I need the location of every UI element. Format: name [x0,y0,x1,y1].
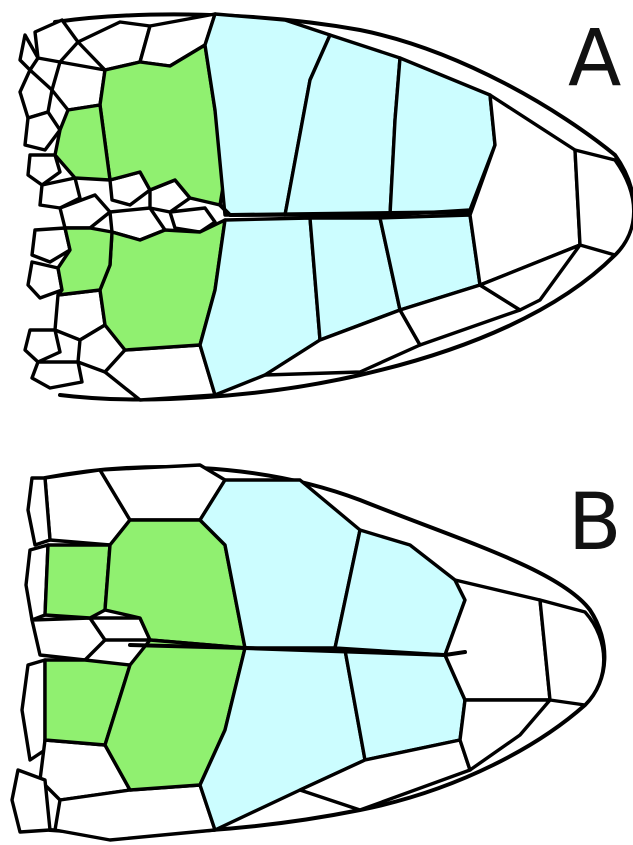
scale-a-w17 [25,330,60,362]
scale-a-green-2 [55,105,110,180]
scale-b-w3 [28,478,50,545]
scale-a-w4 [52,62,105,110]
scale-b-blue-2 [335,530,465,655]
panel-label-a: A [568,20,621,98]
scale-a-w20 [105,345,215,400]
scale-a-w6 [25,112,60,150]
scale-a-w19 [32,362,82,388]
scale-a-w1 [35,20,78,62]
scale-b-w7 [22,660,45,760]
scale-b-green-1 [45,545,110,618]
panel-a-head-scales [20,14,633,400]
panel-label-b: B [568,484,622,562]
scale-a-rostral [575,150,633,255]
scale-b-w9 [12,770,50,832]
panel-b-head-scales [12,465,604,840]
